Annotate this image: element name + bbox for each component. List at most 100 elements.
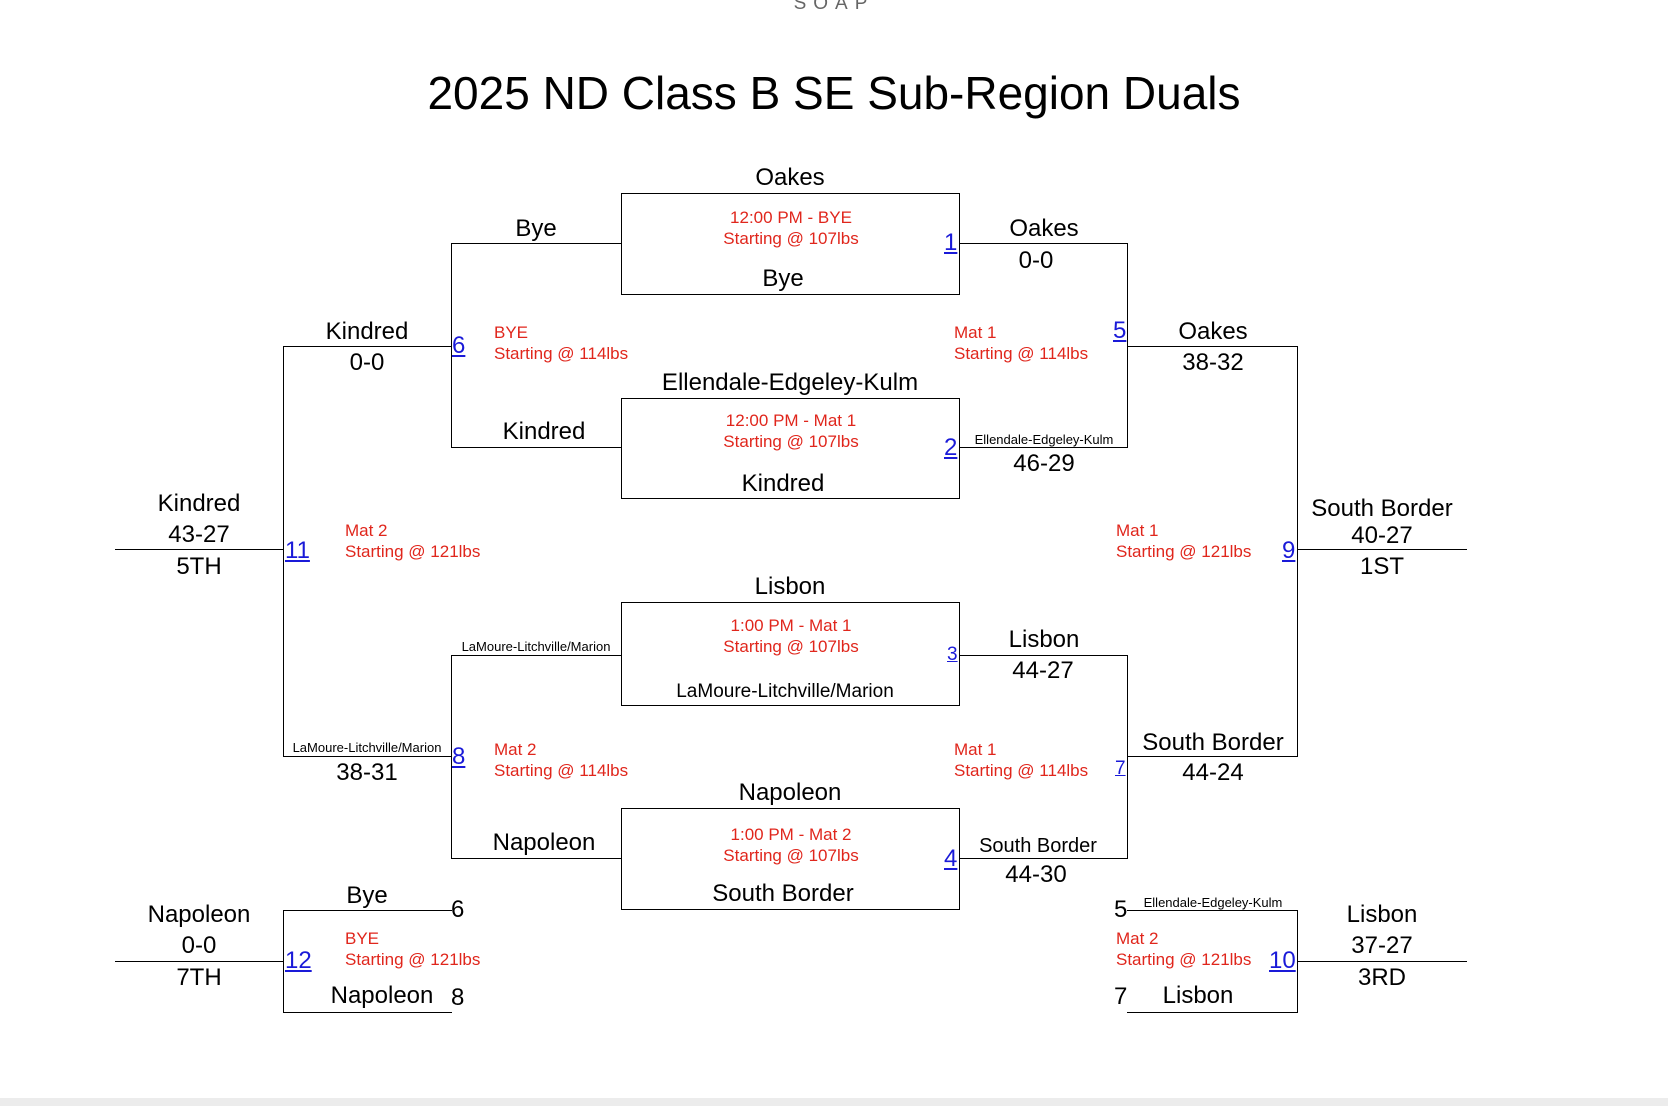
match-2-time: 12:00 PM - Mat 1 xyxy=(725,411,857,430)
match-8-winner-line xyxy=(283,756,452,757)
match-2-winner-line xyxy=(960,447,1128,448)
match-9-winner: South Border xyxy=(1311,495,1453,522)
match-2-bottom-team: Kindred xyxy=(741,470,825,497)
match-4-top-team: Napoleon xyxy=(738,779,842,806)
match-7-bracket-line xyxy=(1127,655,1128,859)
match-8-link[interactable]: 8 xyxy=(452,743,466,770)
site-logo: SOAP xyxy=(793,0,875,14)
match-6-bracket-line xyxy=(451,243,452,448)
match-8-top-team: LaMoure-Litchville/Marion xyxy=(461,639,611,654)
match-1-bottom-team: Bye xyxy=(762,265,804,292)
match-8-mat: Mat 2 xyxy=(494,740,537,759)
match-5-winner-line xyxy=(1127,346,1298,347)
match-12-link[interactable]: 12 xyxy=(285,947,312,974)
match-4-link[interactable]: 4 xyxy=(944,845,958,872)
match-12-score: 0-0 xyxy=(181,932,217,959)
match-3-winner-line xyxy=(960,655,1128,656)
match-10-place: 3RD xyxy=(1357,964,1407,991)
match-4-box xyxy=(621,808,960,910)
match-1-link[interactable]: 1 xyxy=(944,229,958,256)
match-6-bottom-team: Kindred xyxy=(502,418,586,445)
match-11-winner-line xyxy=(115,549,284,550)
match-6-score: 0-0 xyxy=(349,349,385,376)
match-7-start: Starting @ 114lbs xyxy=(954,761,1089,780)
match-10-winner: Lisbon xyxy=(1346,901,1418,928)
match-2-link[interactable]: 2 xyxy=(944,434,958,461)
match-8-score: 38-31 xyxy=(336,759,398,786)
match-10-link[interactable]: 10 xyxy=(1269,947,1296,974)
match-3-box xyxy=(621,602,960,706)
match-3-link[interactable]: 3 xyxy=(947,644,958,665)
match-10-winner-line xyxy=(1297,961,1467,962)
match-6-top-team: Bye xyxy=(515,215,557,242)
match-9-winner-line xyxy=(1297,549,1467,550)
match-9-bracket-line xyxy=(1297,346,1298,757)
match-5-link[interactable]: 5 xyxy=(1113,317,1127,344)
match-12-top-line xyxy=(283,910,452,911)
match-10-bottom-seed: 7 xyxy=(1114,983,1128,1010)
match-11-bracket-line xyxy=(283,346,284,757)
match-11-score: 43-27 xyxy=(168,521,230,548)
match-6-top-line xyxy=(451,243,622,244)
match-6-winner: Kindred xyxy=(325,318,409,345)
match-7-link[interactable]: 7 xyxy=(1115,758,1126,779)
match-3-score: 44-27 xyxy=(1012,657,1074,684)
match-9-place: 1ST xyxy=(1359,553,1405,580)
match-8-top-line xyxy=(451,655,622,656)
match-1-box xyxy=(621,193,960,295)
match-7-winner-line xyxy=(1127,756,1298,757)
match-12-bottom-team: Napoleon xyxy=(330,982,434,1009)
match-1-winner-line xyxy=(960,243,1128,244)
match-11-winner: Kindred xyxy=(157,490,241,517)
page-title: 2025 ND Class B SE Sub-Region Duals xyxy=(427,67,1241,119)
match-8-start: Starting @ 114lbs xyxy=(494,761,629,780)
match-4-start: Starting @ 107lbs xyxy=(723,846,859,865)
match-9-link[interactable]: 9 xyxy=(1282,537,1296,564)
match-1-time: 12:00 PM - BYE xyxy=(730,208,852,227)
match-12-mat: BYE xyxy=(345,929,380,948)
match-2-top-team: Ellendale-Edgeley-Kulm xyxy=(661,369,919,396)
match-4-score: 44-30 xyxy=(1005,861,1067,888)
match-11-mat: Mat 2 xyxy=(345,521,388,540)
match-11-link[interactable]: 11 xyxy=(285,537,310,564)
match-8-winner: LaMoure-Litchville/Marion xyxy=(292,740,442,755)
match-3-time: 1:00 PM - Mat 1 xyxy=(730,616,852,635)
match-5-mat: Mat 1 xyxy=(954,323,997,342)
match-12-winner-line xyxy=(115,961,284,962)
match-8-bracket-line xyxy=(451,655,452,859)
match-10-mat: Mat 2 xyxy=(1116,929,1159,948)
match-10-start: Starting @ 121lbs xyxy=(1116,950,1252,969)
match-10-bottom-line xyxy=(1127,1012,1298,1013)
match-2-winner: Ellendale-Edgeley-Kulm xyxy=(974,432,1114,447)
match-4-winner-line xyxy=(960,858,1128,859)
match-12-top-seed: 6 xyxy=(451,896,465,923)
match-8-bottom-team: Napoleon xyxy=(492,829,596,856)
match-10-bottom-team: Lisbon xyxy=(1162,982,1234,1009)
match-9-start: Starting @ 121lbs xyxy=(1116,542,1252,561)
match-6-winner-line xyxy=(283,346,452,347)
match-6-link[interactable]: 6 xyxy=(452,332,466,359)
match-7-winner: South Border xyxy=(1142,729,1284,756)
match-12-place: 7TH xyxy=(176,964,222,991)
match-1-score: 0-0 xyxy=(1018,247,1054,274)
match-12-bottom-line xyxy=(283,1012,452,1013)
match-7-mat: Mat 1 xyxy=(954,740,997,759)
match-3-top-team: Lisbon xyxy=(754,573,826,600)
match-5-score: 38-32 xyxy=(1182,349,1244,376)
match-11-place: 5TH xyxy=(176,553,222,580)
match-9-mat: Mat 1 xyxy=(1116,521,1159,540)
match-5-start: Starting @ 114lbs xyxy=(954,344,1089,363)
match-12-top-team: Bye xyxy=(346,882,388,909)
match-4-bottom-team: South Border xyxy=(712,880,854,907)
bottom-bar xyxy=(0,1098,1668,1106)
match-10-top-line xyxy=(1127,910,1298,911)
match-5-bracket-line xyxy=(1127,243,1128,448)
match-8-bottom-line xyxy=(451,858,622,859)
match-1-top-team: Oakes xyxy=(755,164,825,191)
match-6-start: Starting @ 114lbs xyxy=(494,344,629,363)
match-5-winner: Oakes xyxy=(1178,318,1248,345)
match-12-winner: Napoleon xyxy=(147,901,251,928)
match-3-winner: Lisbon xyxy=(1008,626,1080,653)
match-1-start: Starting @ 107lbs xyxy=(723,229,859,248)
